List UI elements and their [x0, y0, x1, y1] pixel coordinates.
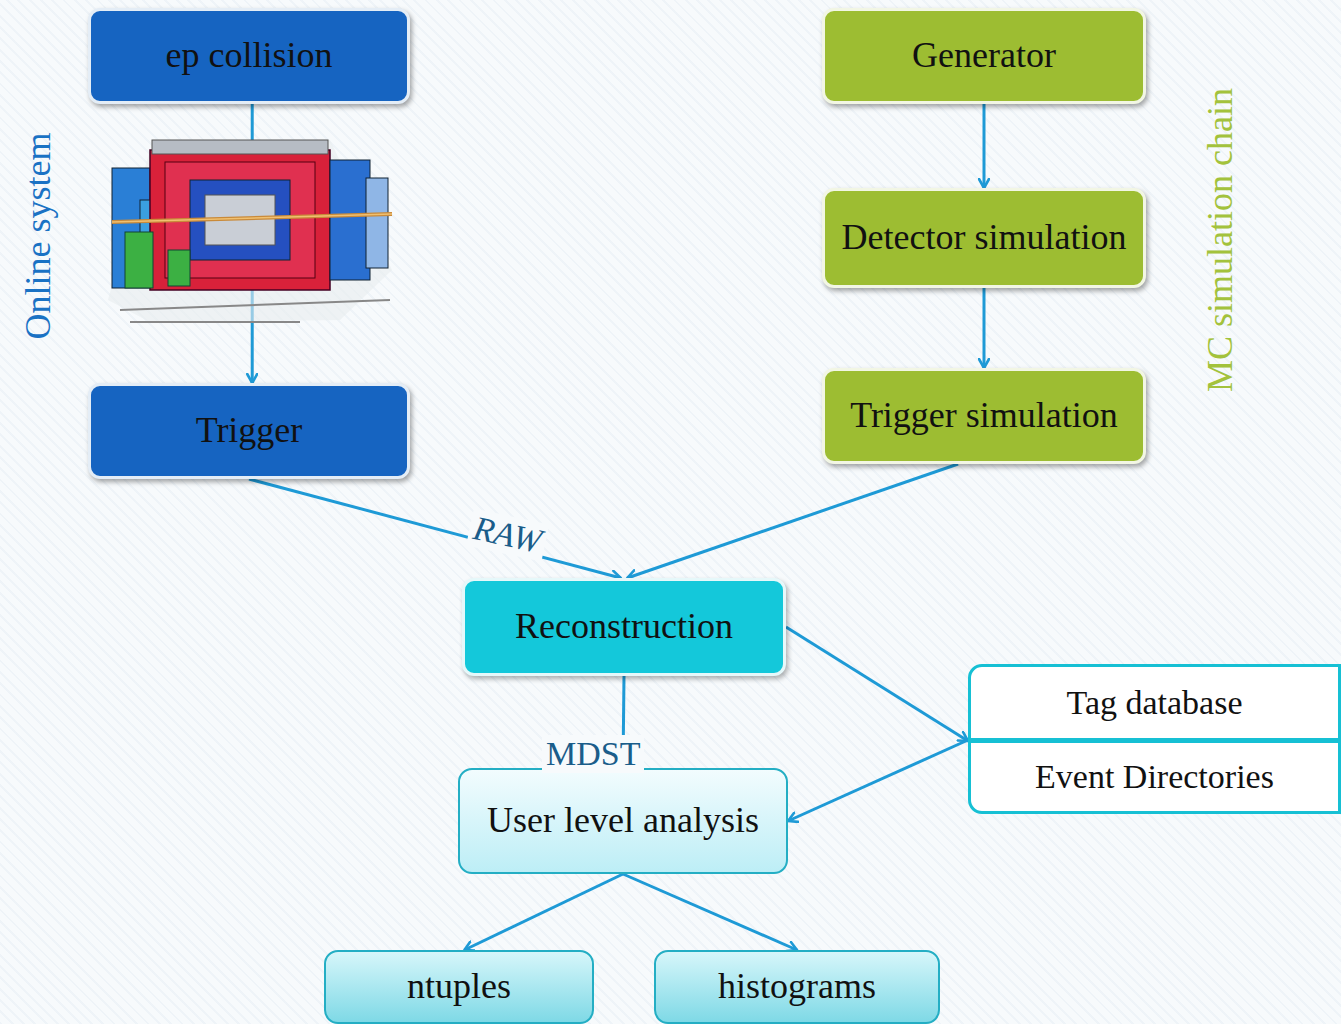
flow-arrow [464, 874, 623, 950]
simulation-box: Trigger simulation [822, 368, 1146, 464]
flow-arrow [983, 288, 986, 368]
simulation-box: Detector simulation [822, 188, 1146, 288]
node-label: User level analysis [477, 798, 769, 843]
node-label: Generator [902, 33, 1066, 78]
node-label: histograms [708, 964, 886, 1009]
node-label: Event Directories [1025, 755, 1284, 798]
database-box: Tag database [968, 664, 1341, 741]
flow-arrow [786, 627, 968, 741]
flow-arrow [627, 464, 958, 578]
side-label: MC simulation chain [1199, 88, 1241, 392]
flow-arrow [249, 479, 621, 578]
output-box: histograms [654, 950, 940, 1024]
node-label: Trigger [186, 408, 313, 453]
reconstruction-box: Reconstruction [462, 578, 786, 676]
online-process-box: ep collision [88, 8, 410, 104]
edge-label: MDST [542, 735, 644, 773]
analysis-box: User level analysis [458, 768, 788, 874]
side-label: Online system [17, 133, 59, 340]
node-label: Trigger simulation [840, 393, 1128, 438]
database-box: Event Directories [968, 740, 1341, 814]
node-label: ep collision [156, 33, 343, 78]
flow-arrow [983, 104, 986, 188]
simulation-box: Generator [822, 8, 1146, 104]
detector-drawing [108, 140, 392, 322]
edge-label: RAW [466, 508, 549, 561]
node-label: Detector simulation [832, 215, 1137, 260]
output-box: ntuples [324, 950, 594, 1024]
node-label: Tag database [1056, 681, 1252, 724]
node-label: Reconstruction [505, 604, 743, 649]
flow-arrow [788, 740, 968, 821]
flow-arrow [623, 874, 797, 950]
online-process-box: Trigger [88, 383, 410, 479]
node-label: ntuples [397, 964, 521, 1009]
